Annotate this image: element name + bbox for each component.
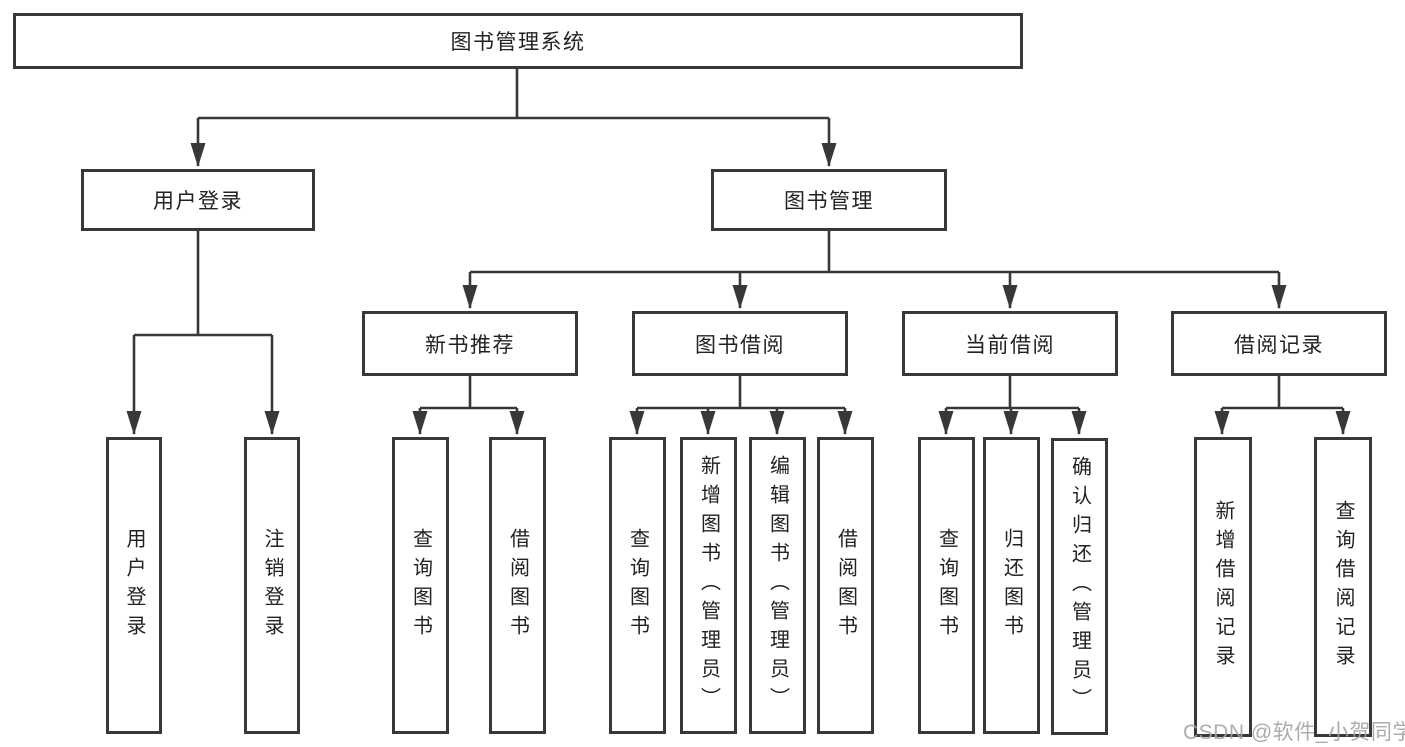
node-label: 用户登录 xyxy=(153,190,243,213)
leaf-borrow-books-2: 借阅图书 xyxy=(817,437,874,734)
leaf-query-books-2: 查询图书 xyxy=(609,437,666,734)
leaf-return-book: 归还图书 xyxy=(983,437,1040,734)
node-label: 当前借阅 xyxy=(965,333,1055,357)
node-label: 新书推荐 xyxy=(425,333,515,357)
node-root-label: 图书管理系统 xyxy=(450,31,586,54)
leaf-add-borrow-record: 新增借阅记录 xyxy=(1194,437,1252,737)
node-label: 借阅记录 xyxy=(1234,333,1324,357)
node-label: 图书管理 xyxy=(784,190,874,213)
leaf-borrow-books-1: 借阅图书 xyxy=(489,437,546,734)
leaf-label: 确认归还（管理员） xyxy=(1068,456,1091,717)
leaf-label: 注销登录 xyxy=(261,527,283,644)
leaf-label: 新增借阅记录 xyxy=(1212,500,1234,674)
leaf-label: 查询借阅记录 xyxy=(1332,500,1354,674)
node-new-book-recommend: 新书推荐 xyxy=(362,311,578,376)
node-book-borrow: 图书借阅 xyxy=(632,311,848,376)
leaf-label: 归还图书 xyxy=(1000,527,1023,644)
leaf-label: 查询图书 xyxy=(409,527,432,644)
leaf-user-login: 用户登录 xyxy=(106,437,162,734)
leaf-label: 查询图书 xyxy=(935,527,958,644)
node-book-management: 图书管理 xyxy=(711,169,947,231)
leaf-query-books-3: 查询图书 xyxy=(918,437,975,734)
node-label: 图书借阅 xyxy=(695,333,785,357)
leaf-confirm-return-admin: 确认归还（管理员） xyxy=(1051,438,1108,735)
watermark-text: CSDN @软件_小贺同学 xyxy=(1183,721,1405,744)
leaf-label: 用户登录 xyxy=(123,527,145,644)
node-current-borrow: 当前借阅 xyxy=(902,311,1118,376)
leaf-add-book-admin: 新增图书（管理员） xyxy=(680,437,737,734)
leaf-edit-book-admin: 编辑图书（管理员） xyxy=(749,437,806,734)
leaf-label: 编辑图书（管理员） xyxy=(766,455,789,716)
leaf-label: 借阅图书 xyxy=(834,527,857,644)
leaf-label: 借阅图书 xyxy=(506,527,529,644)
leaf-label: 新增图书（管理员） xyxy=(697,455,720,716)
node-borrow-records: 借阅记录 xyxy=(1171,311,1387,376)
leaf-label: 查询图书 xyxy=(626,527,649,644)
leaf-query-books-1: 查询图书 xyxy=(392,437,449,734)
leaf-query-borrow-record: 查询借阅记录 xyxy=(1314,437,1372,737)
node-root: 图书管理系统 xyxy=(13,13,1023,69)
node-user-login-branch: 用户登录 xyxy=(81,169,315,231)
leaf-logout: 注销登录 xyxy=(244,437,300,734)
